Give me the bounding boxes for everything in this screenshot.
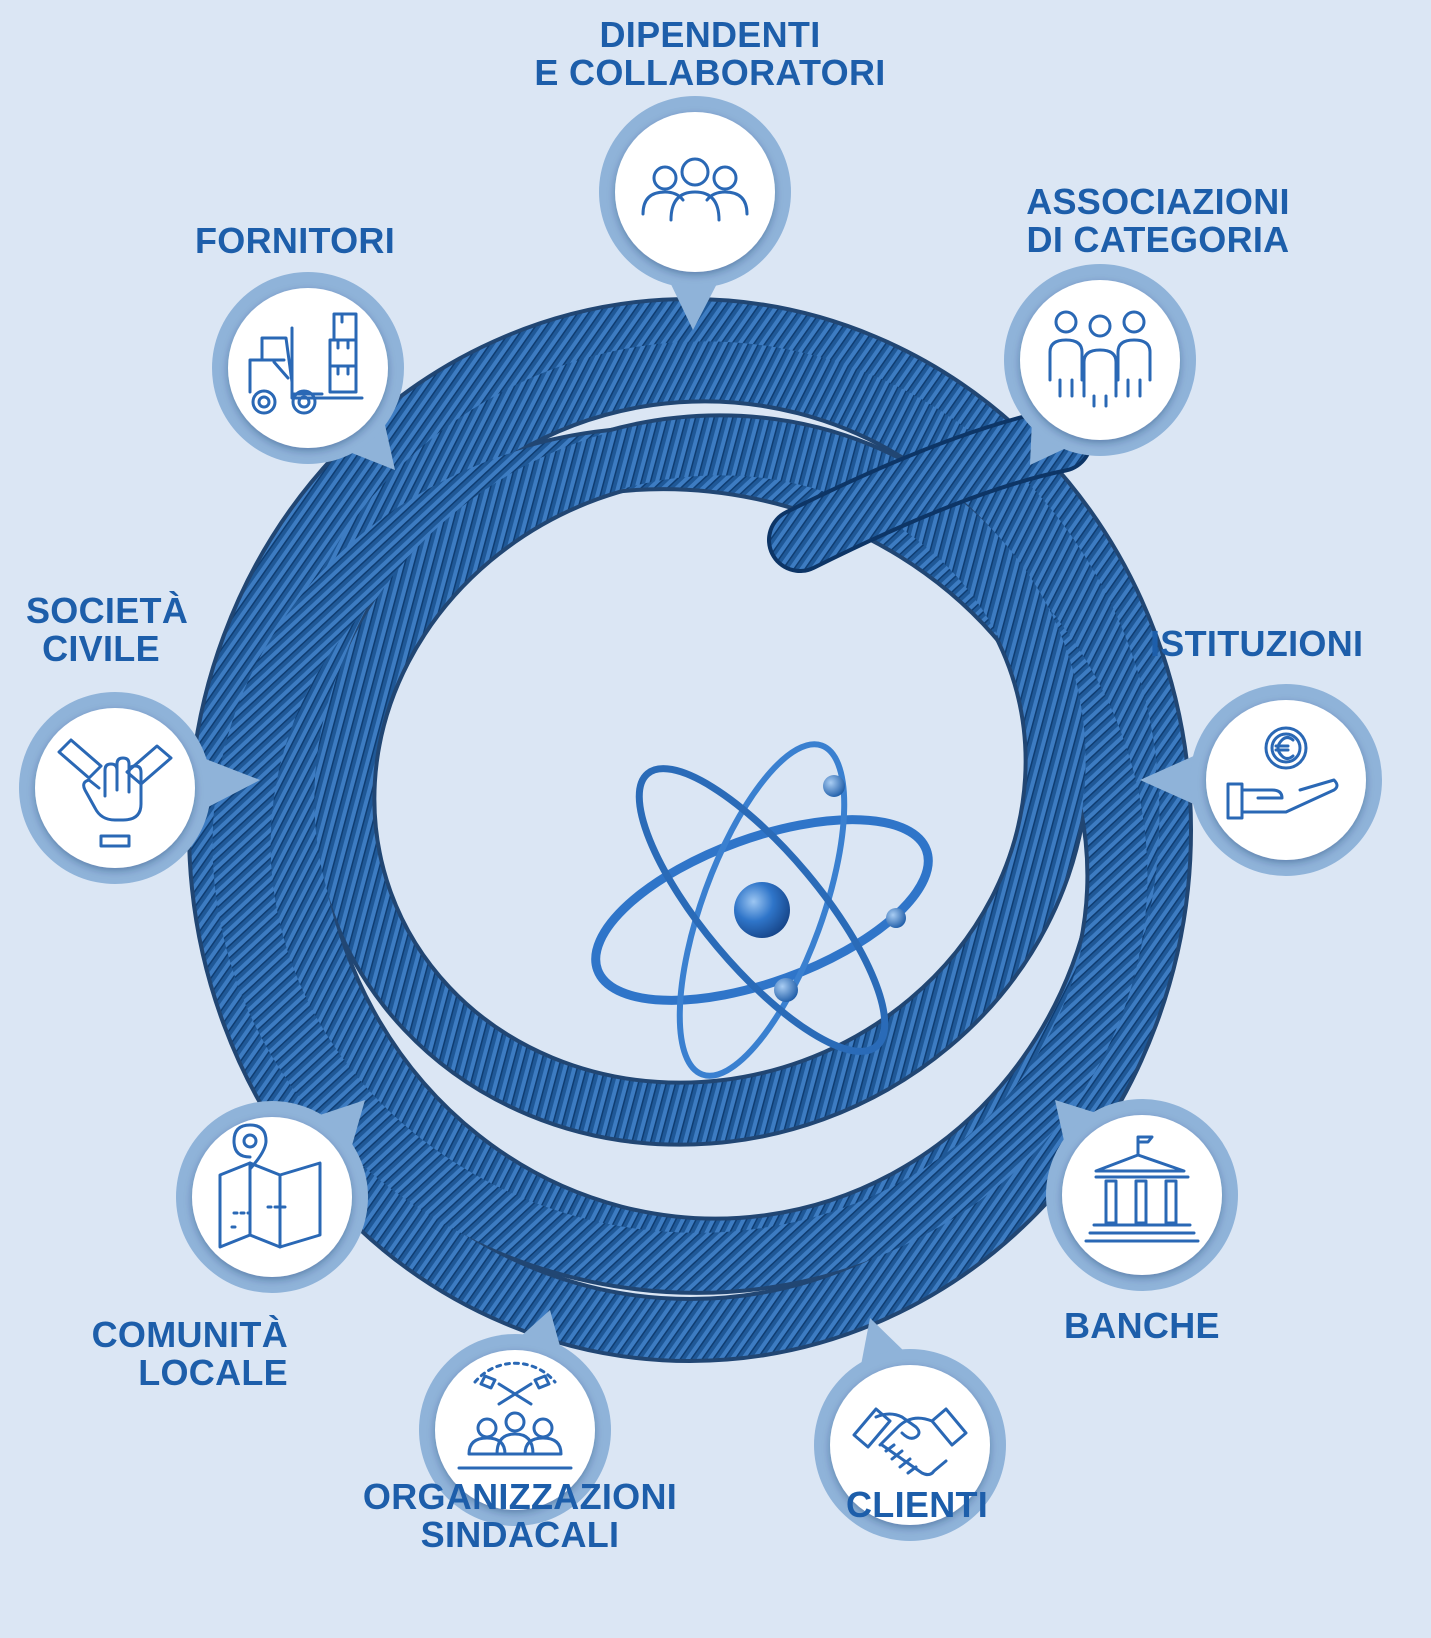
marker-fornitori [212,272,404,470]
label-fornitori: FORNITORI [195,220,396,261]
marker-disc [192,1117,352,1277]
marker-disc [35,708,195,868]
marker-societa [19,692,260,884]
marker-comunita [176,1100,368,1293]
marker-disc [1206,700,1366,860]
joined-hands-icon [57,738,173,848]
marker-banche [1046,1099,1238,1291]
forklift-icon [248,312,364,415]
marker-disc [1020,280,1180,440]
people-group-icon [641,157,749,222]
map-pin-icon [218,1123,322,1249]
marker-organizzazioni [419,1310,611,1526]
label-clienti: CLIENTI [846,1484,989,1525]
euro-hand-icon [1226,726,1339,820]
association-people-icon [1048,310,1152,408]
marker-dipendenti [599,96,791,330]
marker-associazioni [1004,264,1196,465]
handshake-icon [852,1407,968,1477]
marker-disc [830,1365,990,1525]
label-banche: BANCHE [1064,1305,1220,1346]
marker-disc [228,288,388,448]
marker-istituzioni [1140,684,1382,876]
marker-disc [1062,1115,1222,1275]
bank-building-icon [1084,1135,1200,1243]
atom-icon [591,741,933,1079]
label-istituzioni: ISTITUZIONI [1150,623,1364,664]
union-flags-icon [457,1361,573,1470]
marker-clienti [814,1318,1006,1541]
